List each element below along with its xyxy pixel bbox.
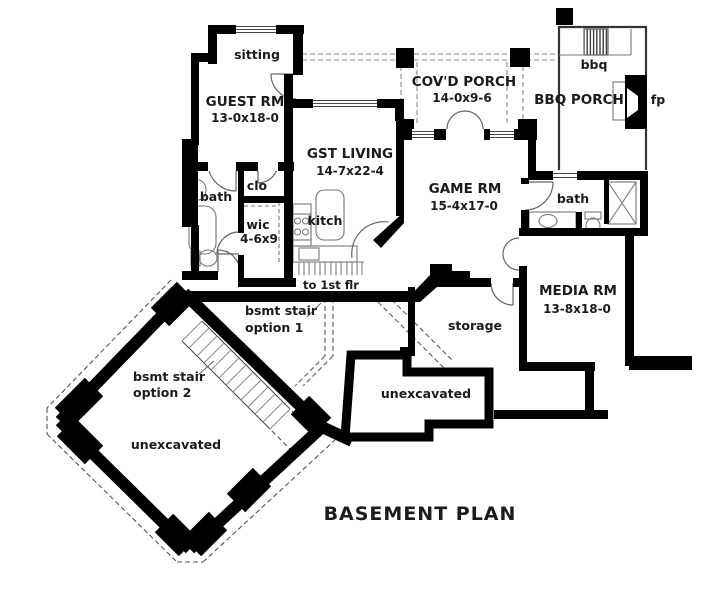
door-wic <box>216 231 240 255</box>
room-dims-game: 15-4x17-0 <box>430 199 498 213</box>
annotation-to-first-floor: to 1st flr <box>303 278 359 292</box>
room-label-covd-porch: COV'D PORCH <box>412 74 516 90</box>
room-label-unexcavated-center: unexcavated <box>381 386 471 401</box>
room-dims-wic: 4-6x9 <box>240 232 278 246</box>
room-label-guest: GUEST RM <box>206 94 285 110</box>
stove <box>291 213 312 241</box>
opening-bath-porch <box>553 171 577 180</box>
room-label-closet: clo <box>247 178 268 193</box>
room-label-gst-living: GST LIVING <box>307 146 393 162</box>
window-sitting <box>236 25 276 34</box>
window-gst-living <box>313 99 377 108</box>
wic-shelves <box>244 202 280 264</box>
annotation-fireplace: fp <box>651 92 665 107</box>
leader-lines <box>197 302 322 376</box>
annotation-stair-option1-line1: bsmt stair <box>245 303 318 318</box>
labels-layer: sitting GUEST RM 13-0x18-0 COV'D PORCH 1… <box>131 47 665 525</box>
door-storage <box>490 282 514 306</box>
window-game-left <box>412 129 434 140</box>
room-label-storage: storage <box>448 318 502 333</box>
room-label-unexcavated-left: unexcavated <box>131 437 221 452</box>
room-label-game: GAME RM <box>429 181 502 197</box>
annotation-bbq: bbq <box>581 57 608 72</box>
room-dims-gst-living: 14-7x22-4 <box>316 164 384 178</box>
shower <box>607 181 637 225</box>
room-label-bath-right: bath <box>557 191 589 206</box>
plan-title: BASEMENT PLAN <box>324 503 517 525</box>
bathtub <box>188 205 217 255</box>
bbq-porch-walls <box>557 25 648 170</box>
room-label-wic: wic <box>246 217 269 232</box>
door-hall-bath <box>217 249 241 273</box>
fireplace-firebox <box>627 88 638 118</box>
door-media-double <box>502 237 520 271</box>
bsmt-stair-option1-path <box>294 293 453 387</box>
room-label-bbq-porch: BBQ PORCH <box>534 92 624 108</box>
annotation-stair-option2-line1: bsmt stair <box>133 369 206 384</box>
room-dims-guest: 13-0x18-0 <box>211 111 279 125</box>
room-label-kitchen: kitch <box>308 213 343 228</box>
opening-porch-doors <box>446 129 484 140</box>
annotation-stair-option1-line2: option 1 <box>245 320 303 335</box>
kitchen-island <box>315 189 345 241</box>
door-porch-french <box>446 110 484 130</box>
window-game-right <box>490 129 514 140</box>
door-bath-right <box>524 181 554 211</box>
door-gst-living <box>351 221 389 259</box>
bsmt-stair-option2-stairs <box>181 320 291 430</box>
room-label-media: MEDIA RM <box>539 283 617 299</box>
room-label-bath-left: bath <box>200 189 232 204</box>
room-label-sitting: sitting <box>234 47 280 62</box>
opening-guest-bath <box>208 162 236 171</box>
to-first-floor-stairs <box>296 261 364 275</box>
room-dims-covd-porch: 14-0x9-6 <box>432 91 491 105</box>
windows-layer <box>208 25 577 180</box>
diamond-walls <box>54 281 355 557</box>
opening-guest-clo <box>258 162 278 171</box>
room-dims-media: 13-8x18-0 <box>543 302 611 316</box>
unexcavated-center-walls <box>340 350 494 442</box>
bbq-grill <box>583 28 609 56</box>
annotation-stair-option2-line2: option 2 <box>133 385 191 400</box>
